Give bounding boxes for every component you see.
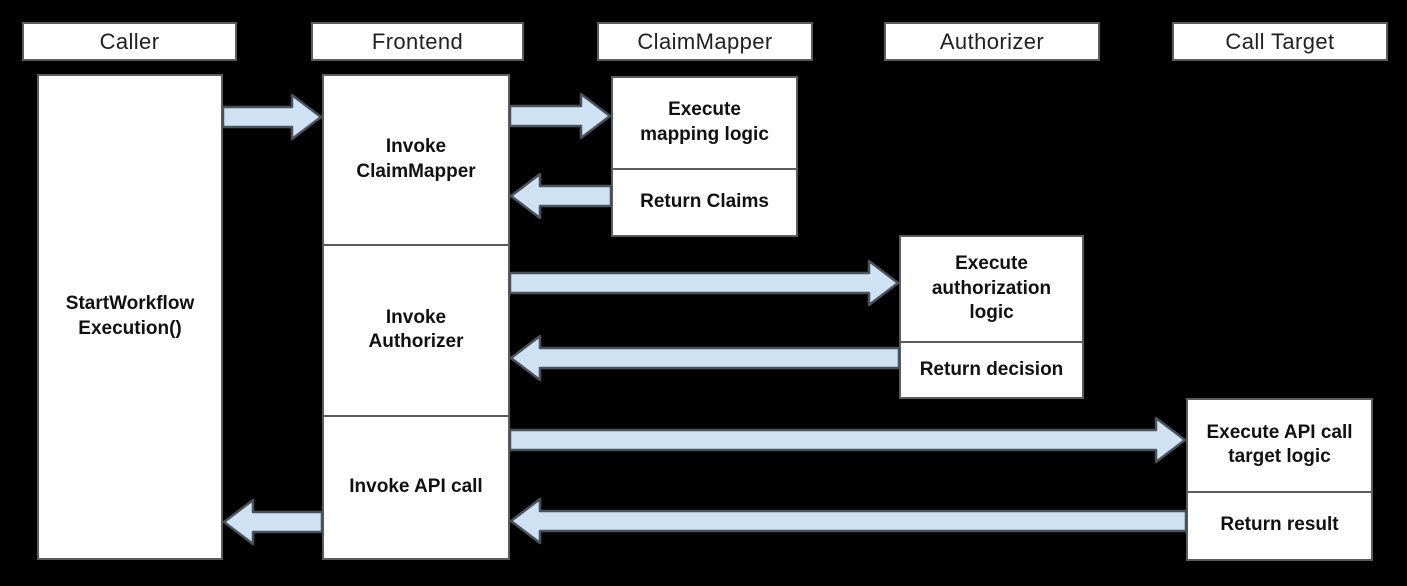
claimmapper-return-box: Return Claims: [613, 167, 796, 235]
authorizer-execute-box: Execute authorization logic: [901, 237, 1082, 341]
lane-header-calltarget: Call Target: [1172, 22, 1388, 61]
arrow-frontend-to-calltarget-icon: [509, 416, 1187, 464]
arrow-frontend-to-authorizer-icon: [509, 259, 900, 307]
caller-activation-box: StartWorkflow Execution(): [37, 74, 223, 560]
calltarget-execute-box: Execute API call target logic: [1188, 400, 1371, 491]
arrow-frontend-to-caller-icon: [222, 498, 323, 546]
frontend-invoke-authorizer-box: Invoke Authorizer: [324, 244, 508, 414]
frontend-invoke-api-box: Invoke API call: [324, 414, 508, 558]
frontend-invoke-api-label: Invoke API call: [349, 475, 483, 497]
calltarget-return-label: Return result: [1220, 514, 1339, 536]
claimmapper-execute-label: Execute mapping logic: [640, 99, 769, 145]
lane-header-caller: Caller: [22, 22, 237, 61]
claimmapper-activation-stack: Execute mapping logic Return Claims: [611, 76, 798, 237]
arrow-authorizer-to-frontend-icon: [509, 334, 900, 382]
lane-header-caller-label: Caller: [99, 28, 160, 54]
frontend-activation-stack: Invoke ClaimMapper Invoke Authorizer Inv…: [322, 74, 510, 560]
authorizer-execute-label: Execute authorization logic: [931, 252, 1052, 324]
authorizer-activation-stack: Execute authorization logic Return decis…: [899, 235, 1084, 399]
lane-header-authorizer: Authorizer: [884, 22, 1100, 61]
lane-header-frontend: Frontend: [311, 22, 524, 61]
arrow-frontend-to-claimmapper-icon: [509, 92, 612, 140]
lane-header-frontend-label: Frontend: [371, 28, 464, 54]
authorizer-return-label: Return decision: [919, 358, 1064, 380]
arrow-caller-to-frontend-icon: [222, 93, 323, 141]
arrow-calltarget-to-frontend-icon: [509, 497, 1187, 545]
frontend-invoke-authorizer-label: Invoke Authorizer: [368, 306, 464, 353]
caller-activation-label: StartWorkflow Execution(): [65, 293, 195, 339]
calltarget-return-box: Return result: [1188, 490, 1371, 559]
arrow-claimmapper-to-frontend-icon: [509, 172, 612, 220]
lane-header-calltarget-label: Call Target: [1225, 28, 1335, 54]
frontend-invoke-claimmapper-box: Invoke ClaimMapper: [324, 76, 508, 244]
claimmapper-return-label: Return Claims: [640, 190, 769, 212]
authorizer-return-box: Return decision: [901, 341, 1082, 397]
lane-header-claimmapper: ClaimMapper: [597, 22, 813, 61]
calltarget-execute-label: Execute API call target logic: [1206, 421, 1353, 468]
lane-header-claimmapper-label: ClaimMapper: [637, 28, 773, 54]
frontend-invoke-claimmapper-label: Invoke ClaimMapper: [356, 136, 476, 183]
calltarget-activation-stack: Execute API call target logic Return res…: [1186, 398, 1373, 561]
lane-header-authorizer-label: Authorizer: [939, 28, 1045, 54]
claimmapper-execute-box: Execute mapping logic: [613, 78, 796, 168]
